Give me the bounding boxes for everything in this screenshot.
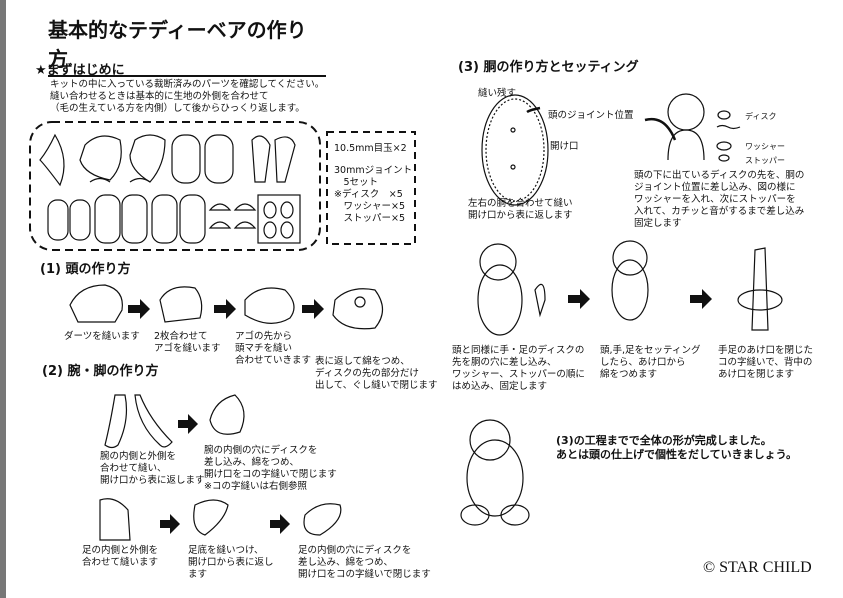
body-step: 頭の下に出ているディスクの先を、胴の ジョイント位置に差し込み、図の様に ワッシ… [634,170,805,229]
head-step: ダーツを縫います [64,331,140,342]
finish-note: (3)の工程までで全体の形が完成しました。 あとは頭の仕上げで個性をだしていきま… [556,434,798,461]
body-step: 左右の胴を合わせて縫い 開け口から表に返します [468,198,573,221]
head-heading: (1) 頭の作り方 [40,262,131,277]
label-washer: ワッシャー [745,142,785,151]
label-opening: 開け口 [550,141,579,152]
page-edge [0,0,6,598]
head-step: アゴの先から 頭マチを縫い 合わせていきます [235,331,312,366]
intro-line: キットの中に入っている裁断済みのパーツを確認してください。 [50,79,325,90]
body-diagrams [460,93,783,526]
kit-item: ワッシャー×5 [334,201,406,212]
arm-step: 腕の内側と外側を 合わせて縫い、 開け口から表に返します [100,451,205,486]
kit-item: 10.5mm目玉×2 [334,143,407,154]
label-joint-position: 頭のジョイント位置 [548,110,634,121]
limb-diagrams [99,394,342,541]
kit-item: 5セット [334,177,379,188]
body-step: 頭と同様に手・足のディスクの 先を胴の穴に差し込み、 ワッシャー、ストッパーの順… [452,345,585,392]
head-step: 表に返して綿をつめ、 ディスクの先の部分だけ 出して、ぐし縫いで閉じます [315,356,438,391]
head-step: 2枚合わせて アゴを縫います [154,331,221,354]
body-step: 手足のあけ口を閉じた コの字縫いで、背中の あけ口を閉じます [718,345,814,380]
arm-step: 腕の内側の穴にディスクを 差し込み、綿をつめ、 開け口をコの字縫いで閉じます ※… [204,445,337,492]
head-diagrams [69,284,384,330]
body-step: 頭,手,足をセッティング したら、あけ口から 綿をつめます [600,345,701,380]
label-disc: ディスク [745,112,777,121]
kit-item: 30mmジョイント [334,165,413,176]
page-title: 基本的なテディーベアの作り方 [48,14,326,77]
limbs-heading: (2) 腕・脚の作り方 [42,364,159,379]
leg-step: 足底を縫いつけ、 開け口から表に返し ます [188,545,274,580]
leg-step: 足の内側と外側を 合わせて縫います [82,545,159,568]
intro-line: （毛の生えている方を内側）して後からひっくり返します。 [50,103,305,114]
intro-heading: ★まずはじめに [35,63,125,78]
intro-line: 縫い合わせるときは基本的に生地の外側を合わせて [50,91,269,102]
leg-step: 足の内側の穴にディスクを 差し込み、綿をつめ、 開け口をコの字縫いで閉じます [298,545,431,580]
kit-item: ストッパー×5 [334,213,406,224]
label-stopper: ストッパー [745,156,785,165]
body-heading: (3) 胴の作り方とセッティング [458,60,639,75]
copyright: © STAR CHILD [703,559,812,576]
kit-item: ※ディスク ×5 [334,189,403,200]
label-leave-open: 縫い残す [478,88,517,99]
parts-box [29,121,416,251]
arrows [128,289,712,534]
